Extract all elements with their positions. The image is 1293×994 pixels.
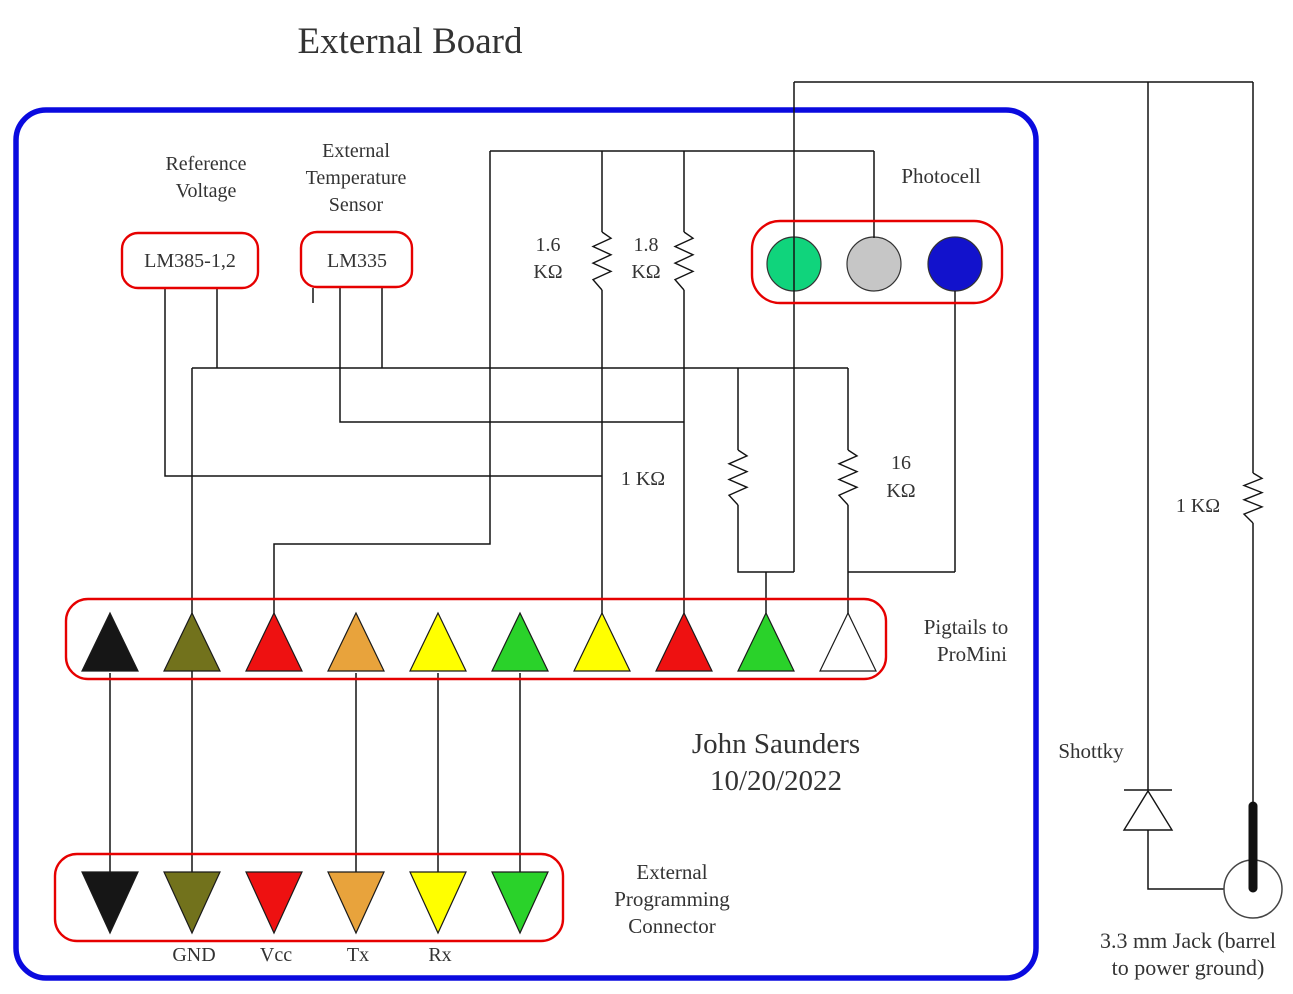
schottky-label: Shottky xyxy=(1058,739,1124,763)
connector-pin-yellow xyxy=(409,871,467,935)
board-outline xyxy=(13,107,1039,981)
resistor-zigzag-icon xyxy=(673,231,695,291)
connector-pin-green xyxy=(491,871,549,935)
pigtails-label: ProMini xyxy=(937,642,1007,666)
connector-pin-red xyxy=(245,871,303,935)
connector-signal-label: GND xyxy=(172,944,215,966)
resistor-value: 1.6 xyxy=(536,234,561,256)
resistor-symbols xyxy=(591,231,1264,524)
jack-label: 3.3 mm Jack (barrel xyxy=(1100,928,1276,953)
photocell-segments xyxy=(766,236,983,292)
reference-voltage-label: Reference xyxy=(165,153,246,175)
pigtail-pin-white xyxy=(819,611,877,672)
pigtail-pin-yellow xyxy=(573,611,631,672)
jack-label: to power ground) xyxy=(1112,955,1265,980)
resistor-value: KΩ xyxy=(533,261,562,283)
pigtail-pin-green xyxy=(491,611,549,672)
photocell-segment-gray xyxy=(846,236,902,292)
resistor-value: 1 KΩ xyxy=(621,468,665,490)
connector-pin-black xyxy=(81,871,139,935)
resistor-value: 1 KΩ xyxy=(1176,495,1220,517)
pigtail-pin-olive xyxy=(163,611,221,672)
page-title: External Board xyxy=(298,21,523,62)
pigtails-box xyxy=(64,597,888,681)
temperature-sensor-label: External xyxy=(322,140,390,162)
resistor-value: KΩ xyxy=(886,480,915,502)
pigtail-pin-black xyxy=(81,611,139,672)
resistor-zigzag-icon xyxy=(1242,472,1264,524)
connector-signal-labels: GND Vcc Tx Rx xyxy=(172,944,451,966)
pigtail-pin-red xyxy=(245,611,303,672)
pigtail-pin-red xyxy=(655,611,713,672)
programming-connector-pins xyxy=(81,871,549,935)
resistor-zigzag-icon xyxy=(727,449,749,506)
circuit-wires xyxy=(109,81,1254,890)
connector-pin-orange xyxy=(327,871,385,935)
temperature-sensor-part: LM335 xyxy=(327,250,387,272)
programming-connector-label: External xyxy=(636,860,707,884)
programming-connector-label: Programming xyxy=(614,887,730,911)
pigtail-pin-orange xyxy=(327,611,385,672)
connector-signal-label: Tx xyxy=(347,944,369,966)
power-jack-icon xyxy=(1223,801,1283,919)
reference-voltage-label: Voltage xyxy=(176,180,237,202)
resistor-value: 1.8 xyxy=(634,234,659,256)
resistor-value: 16 xyxy=(891,452,911,474)
reference-voltage-part: LM385-1,2 xyxy=(144,250,236,272)
signature-date: 10/20/2022 xyxy=(710,765,842,797)
connector-signal-label: Rx xyxy=(428,944,451,966)
photocell-box xyxy=(750,219,1004,305)
connector-pin-olive xyxy=(163,871,221,935)
programming-connector-box xyxy=(53,852,565,943)
resistor-value: KΩ xyxy=(631,261,660,283)
temperature-sensor-label: Temperature xyxy=(306,167,407,189)
connector-signal-label: Vcc xyxy=(260,944,292,966)
pigtail-pin-green xyxy=(737,611,795,672)
resistor-zigzag-icon xyxy=(837,449,859,506)
pigtail-pin-yellow xyxy=(409,611,467,672)
photocell-segment-blue xyxy=(927,236,983,292)
schottky-diode-icon xyxy=(1122,789,1174,831)
programming-connector-label: Connector xyxy=(628,914,715,938)
photocell-label: Photocell xyxy=(901,164,980,188)
resistor-zigzag-icon xyxy=(591,231,613,291)
pigtail-pins xyxy=(81,611,877,672)
signature-name: John Saunders xyxy=(692,728,860,760)
pigtails-label: Pigtails to xyxy=(924,615,1009,639)
temperature-sensor-box xyxy=(299,230,414,289)
reference-voltage-box xyxy=(120,231,260,290)
temperature-sensor-label: Sensor xyxy=(329,194,384,216)
